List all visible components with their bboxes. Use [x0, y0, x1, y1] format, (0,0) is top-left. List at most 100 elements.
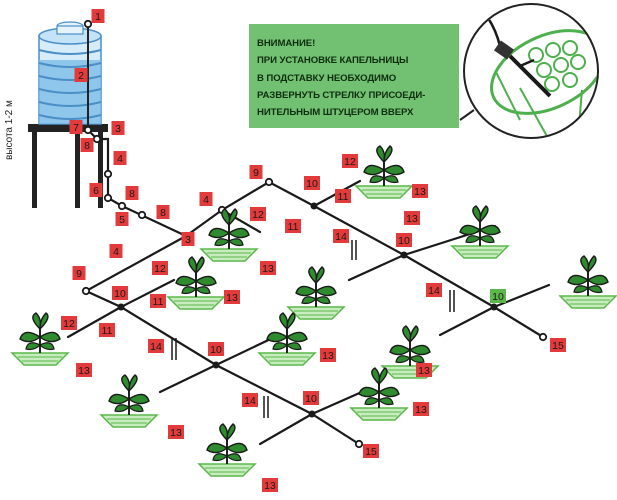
marker-badge	[249, 165, 263, 179]
part-marker-13: 13	[224, 290, 240, 304]
marker-number: 4	[203, 194, 209, 206]
marker-number: 8	[129, 188, 135, 200]
marker-number: 9	[76, 268, 82, 280]
marker-badge	[304, 176, 320, 190]
part-marker-11: 11	[335, 189, 351, 203]
marker-badge	[208, 342, 224, 356]
part-marker-15: 15	[550, 338, 566, 352]
marker-number: 12	[344, 156, 356, 168]
marker-number: 10	[492, 291, 504, 303]
marker-number: 14	[150, 341, 162, 353]
part-marker-9: 9	[249, 165, 263, 179]
marker-number: 10	[210, 344, 222, 356]
marker-number: 13	[415, 404, 427, 416]
tank-neck	[56, 25, 84, 35]
marker-number: 13	[170, 427, 182, 439]
marker-number: 14	[335, 231, 347, 243]
marker-badge	[99, 323, 115, 337]
marker-badge	[111, 121, 125, 135]
marker-number: 13	[414, 186, 426, 198]
marker-number: 11	[288, 221, 299, 233]
part-marker-14: 14	[148, 339, 164, 353]
part-marker-2: 2	[74, 68, 88, 82]
marker-number: 3	[185, 234, 191, 246]
part-marker-3: 3	[111, 121, 125, 135]
tank-ribs	[38, 49, 102, 120]
marker-badge	[112, 286, 128, 300]
plant-icon	[197, 423, 257, 477]
marker-badge	[250, 207, 266, 221]
marker-badge	[404, 211, 420, 225]
part-marker-13: 13	[168, 425, 184, 439]
marker-number: 13	[262, 263, 274, 275]
part-marker-11: 11	[150, 294, 166, 308]
marker-number: 12	[154, 263, 166, 275]
marker-number: 11	[338, 191, 349, 203]
part-marker-10: 10	[208, 342, 224, 356]
marker-badge	[168, 425, 184, 439]
marker-badge	[363, 444, 379, 458]
marker-number: 6	[93, 185, 99, 197]
warning-line: ПРИ УСТАНОВКЕ КАПЕЛЬНИЦЫ	[257, 55, 409, 67]
marker-badge	[333, 229, 349, 243]
plant-icon	[354, 145, 414, 199]
part-marker-14: 14	[333, 229, 349, 243]
marker-number: 10	[305, 393, 317, 405]
plant-icon	[10, 312, 70, 366]
marker-number: 4	[113, 246, 119, 258]
plant-icon	[166, 256, 226, 310]
part-marker-4: 4	[199, 192, 213, 206]
plant-icon	[99, 374, 159, 428]
marker-number: 13	[78, 365, 90, 377]
part-marker-13: 13	[262, 478, 278, 492]
part-marker-3: 3	[181, 232, 195, 246]
part-marker-10: 10	[304, 176, 320, 190]
part-marker-10: 10	[112, 286, 128, 300]
magnifier-inset	[459, 3, 599, 139]
part-marker-10: 10	[490, 289, 506, 303]
plant-icon	[257, 312, 317, 366]
part-marker-12: 12	[152, 261, 168, 275]
marker-badge	[260, 261, 276, 275]
marker-badge	[91, 9, 105, 23]
marker-badge	[303, 391, 319, 405]
warning-line: НИТЕЛЬНЫМ ШТУЦЕРОМ ВВЕРХ	[257, 107, 414, 119]
marker-badge	[113, 151, 127, 165]
marker-number: 15	[365, 446, 377, 458]
warning-line: РАЗВЕРНУТЬ СТРЕЛКУ ПРИСОЕДИ-	[257, 89, 426, 101]
marker-number: 15	[552, 340, 564, 352]
part-marker-13: 13	[76, 363, 92, 377]
marker-number: 5	[119, 214, 125, 226]
marker-number: 4	[117, 153, 123, 165]
plants-layer	[10, 145, 617, 477]
marker-badge	[76, 363, 92, 377]
part-marker-12: 12	[250, 207, 266, 221]
part-marker-8: 8	[125, 186, 139, 200]
plant-icon	[349, 367, 409, 421]
marker-badge	[89, 183, 103, 197]
marker-badge	[150, 294, 166, 308]
part-marker-13: 13	[413, 402, 429, 416]
marker-badge	[490, 289, 506, 303]
marker-number: 10	[114, 288, 126, 300]
part-marker-13: 13	[412, 184, 428, 198]
warning-line: В ПОДСТАВКУ НЕОБХОДИМО	[257, 72, 397, 84]
marker-badge	[109, 244, 123, 258]
part-marker-10: 10	[303, 391, 319, 405]
marker-number: 13	[322, 350, 334, 362]
part-marker-12: 12	[61, 316, 77, 330]
marker-badge	[72, 266, 86, 280]
marker-badge	[156, 205, 170, 219]
marker-badge	[199, 192, 213, 206]
marker-badge	[413, 402, 429, 416]
marker-number: 14	[244, 395, 256, 407]
marker-number: 8	[84, 140, 90, 152]
pipe-nodes	[81, 19, 548, 449]
marker-number: 10	[398, 235, 410, 247]
drip-stakes	[171, 240, 455, 418]
part-marker-8: 8	[80, 138, 94, 152]
marker-number: 11	[102, 325, 113, 337]
part-marker-9: 9	[72, 266, 86, 280]
